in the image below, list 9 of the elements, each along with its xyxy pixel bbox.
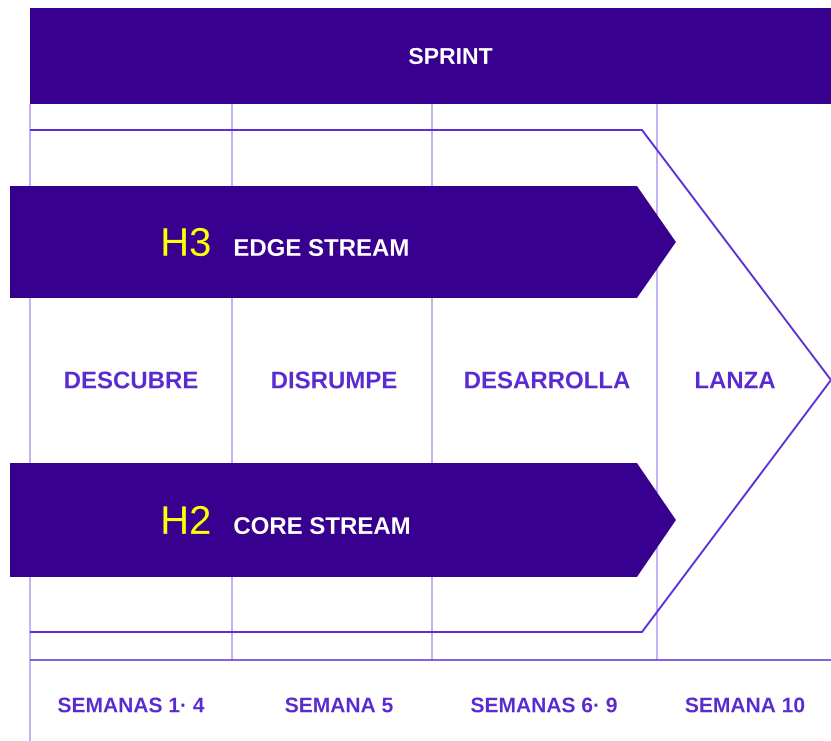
phase-label: DESARROLLA: [465, 372, 630, 388]
header-bar: SPRINT: [30, 8, 831, 104]
week-label: SEMANA 10: [686, 698, 804, 712]
week-label: SEMANAS 1· 4: [58, 698, 204, 712]
week-label: SEMANA 5: [285, 698, 393, 712]
week-label: SEMANAS 6· 9: [471, 698, 617, 712]
phase-label: DESCUBRE: [65, 372, 198, 388]
phase-label: DISRUMPE: [272, 372, 396, 388]
phase-label: LANZA: [696, 372, 776, 388]
